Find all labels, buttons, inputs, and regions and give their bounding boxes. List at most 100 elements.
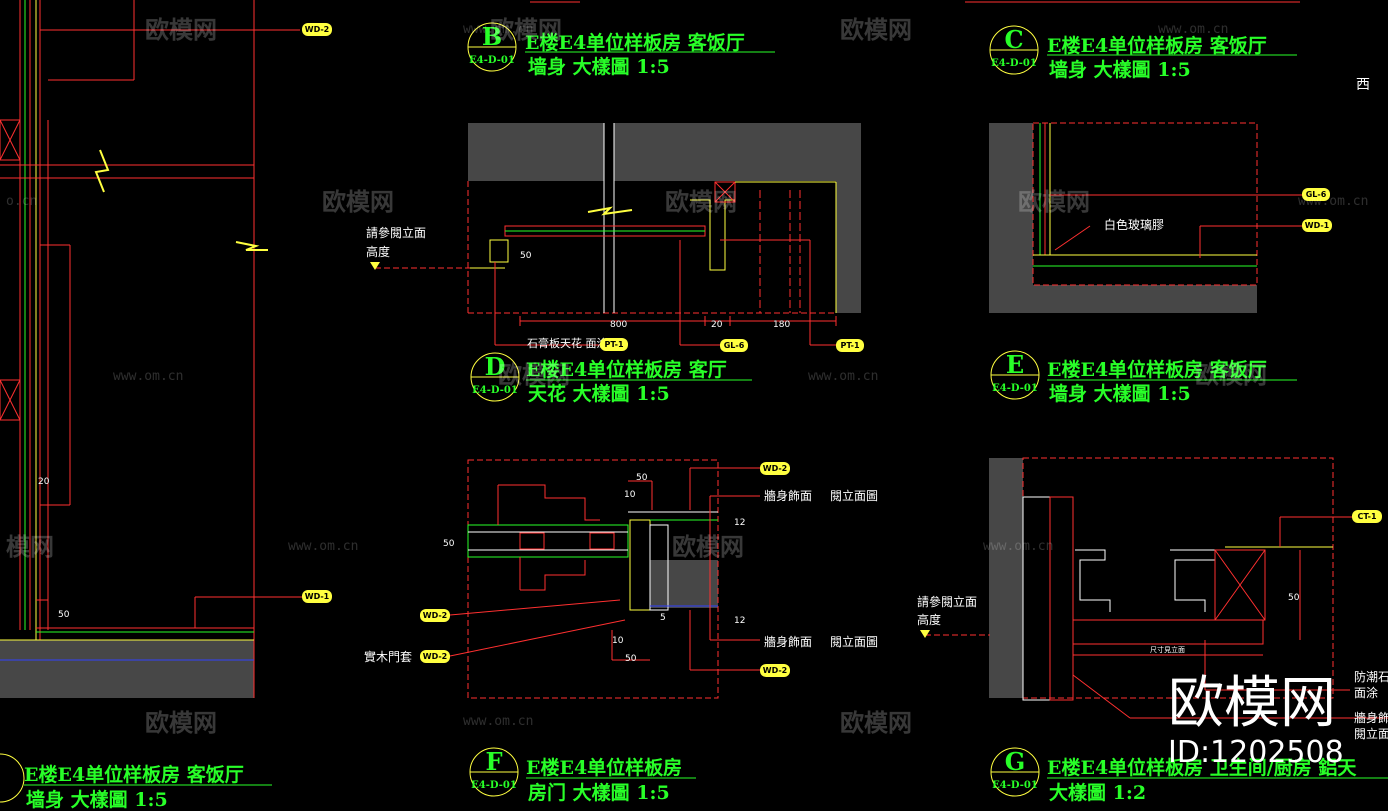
wm-url-7: www.om.cn	[1158, 22, 1228, 37]
dim-10-f-bot: 10	[612, 636, 624, 646]
note-see-elev-f1: 閱立面圖	[830, 488, 878, 503]
title-block-g: G E4-D-01 E楼E4单位样板房 卫生间/厨房 鋁天 大樣圖 1:2	[990, 747, 1388, 804]
svg-text:E楼E4单位样板房: E楼E4单位样板房	[526, 756, 682, 779]
wm-brand-4: 欧模网	[322, 188, 394, 216]
tag-wd2-f-left: WD-2	[420, 609, 450, 622]
wm-id: ID:1202508	[1168, 735, 1344, 770]
tag-pt1-d: PT-1	[600, 338, 628, 351]
dim-50-f-side: 50	[443, 539, 455, 549]
svg-text:E楼E4单位样板房 客饭厅: E楼E4单位样板房 客饭厅	[1047, 358, 1267, 381]
tag-wd2-topleft: WD-2	[302, 23, 332, 36]
title-block-c: C E4-D-01 E楼E4单位样板房 客饭厅 墙身 大樣圖 1:5	[989, 25, 1297, 81]
note-white-glue: 白色玻璃膠	[1104, 217, 1164, 232]
tag-wd1-left: WD-1	[302, 590, 332, 603]
svg-text:WD-2: WD-2	[423, 652, 448, 661]
note-height-d: 高度	[366, 244, 390, 259]
svg-text:墙身 大樣圖 1:5: 墙身 大樣圖 1:5	[1049, 58, 1191, 81]
note-ref-elev-d: 請參閱立面	[366, 225, 426, 240]
svg-text:天花 大樣圖 1:5: 天花 大樣圖 1:5	[528, 382, 670, 405]
svg-text:E楼E4单位样板房 客饭厅: E楼E4单位样板房 客饭厅	[24, 763, 244, 786]
svg-text:B: B	[482, 22, 502, 51]
title-block-b: B E4-D-01 E楼E4单位样板房 客饭厅 墙身 大樣圖 1:5	[467, 22, 775, 78]
detail-c-wall	[1032, 122, 1302, 286]
svg-text:E4-D-01: E4-D-01	[992, 780, 1038, 791]
note-wall-finish-f1: 牆身飾面	[764, 488, 812, 503]
detail-g-ceiling	[920, 457, 1388, 719]
wm-brand-7: 欧模网	[498, 361, 570, 389]
note-wall-finish-g: 牆身飾	[1354, 710, 1388, 725]
wall-fill-c2	[1033, 285, 1257, 313]
svg-text:E楼E4单位样板房 卫生间/厨房 鋁天: E楼E4单位样板房 卫生间/厨房 鋁天	[1047, 756, 1357, 779]
note-gypsum: 石膏板天花 面涂	[527, 336, 608, 350]
wm-brand-5: 欧模网	[665, 188, 737, 216]
wall-fill-e1	[989, 458, 1023, 698]
svg-text:F: F	[485, 747, 502, 776]
svg-text:房门 大樣圖 1:5: 房门 大樣圖 1:5	[528, 781, 670, 804]
wm-url-4: www.om.cn	[983, 539, 1053, 554]
title-block-left: E楼E4单位样板房 客饭厅 墙身 大樣圖 1:5	[0, 753, 272, 811]
detail-f-door	[449, 459, 760, 699]
wm-url-partial: o.cn	[6, 194, 37, 209]
svg-text:WD-2: WD-2	[763, 666, 788, 675]
svg-text:墙身 大樣圖 1:5: 墙身 大樣圖 1:5	[26, 788, 168, 811]
dim-50-g: 50	[1288, 593, 1300, 603]
svg-text:E楼E4单位样板房 客饭厅: E楼E4单位样板房 客饭厅	[525, 31, 745, 54]
svg-text:G: G	[1005, 747, 1026, 776]
title-block-d: D E4-D-01 E楼E4单位样板房 客厅 天花 大樣圖 1:5	[470, 352, 752, 405]
svg-text:C: C	[1004, 25, 1023, 54]
dim-180: 180	[773, 320, 790, 330]
note-west: 西	[1356, 77, 1370, 93]
note-paint: 面涂	[1354, 685, 1378, 700]
svg-text:E楼E4单位样板房 客饭厅: E楼E4单位样板房 客饭厅	[1047, 34, 1267, 57]
dim-800: 800	[610, 320, 627, 330]
dim-50-f-bot: 50	[625, 654, 637, 664]
tag-wd2-f-bot: WD-2	[420, 650, 450, 663]
svg-text:WD-1: WD-1	[1305, 221, 1330, 230]
wm-url-1: www.om.cn	[113, 369, 183, 384]
title-block-e: E E4-D-01 E楼E4单位样板房 客饭厅 墙身 大樣圖 1:5	[990, 350, 1297, 405]
tag-gl6-c: GL-6	[1302, 188, 1330, 201]
door-fill-f	[650, 560, 718, 608]
dim-5-f: 5	[660, 613, 666, 623]
wm-brand-11: 欧模网	[840, 709, 912, 737]
svg-text:E4-D-01: E4-D-01	[472, 385, 518, 396]
dim-10-f-top: 10	[624, 490, 636, 500]
svg-text:大樣圖 1:2: 大樣圖 1:2	[1049, 781, 1146, 804]
wm-url-3: www.om.cn	[288, 539, 358, 554]
wm-brand-3: 欧模网	[840, 16, 912, 44]
dim-20-left: 20	[38, 477, 50, 487]
title-block-f: F E4-D-01 E楼E4单位样板房 房门 大樣圖 1:5	[469, 747, 696, 804]
wm-url-5: www.om.cn	[463, 714, 533, 729]
dim-20-d: 20	[711, 320, 723, 330]
ceiling-fill-d3	[836, 181, 861, 313]
svg-text:WD-2: WD-2	[763, 464, 788, 473]
tag-wd1-c: WD-1	[1302, 219, 1332, 232]
ceiling-fill-d1	[468, 123, 604, 181]
svg-text:WD-2: WD-2	[305, 25, 330, 34]
tag-ct1-g: CT-1	[1352, 510, 1382, 523]
left-wall-section	[0, 0, 302, 698]
svg-text:墙身 大樣圖 1:5: 墙身 大樣圖 1:5	[1049, 382, 1191, 405]
dim-12-f-top: 12	[734, 518, 745, 528]
svg-text:GL-6: GL-6	[1306, 190, 1327, 199]
tag-pt1-d2: PT-1	[836, 339, 864, 352]
svg-text:D: D	[485, 352, 506, 381]
wall-fill-c1	[989, 123, 1033, 313]
wm-brand-6: 欧模网	[1018, 188, 1090, 216]
note-moisture: 防潮石	[1354, 669, 1388, 684]
dim-50-f-top: 50	[636, 473, 648, 483]
svg-text:E4-D-01: E4-D-01	[471, 780, 517, 791]
ceiling-fill-d2	[614, 123, 861, 181]
svg-text:E: E	[1006, 350, 1024, 379]
wm-brand-2: 欧模网	[490, 16, 562, 44]
svg-text:WD-2: WD-2	[423, 611, 448, 620]
svg-text:E楼E4单位样板房 客厅: E楼E4单位样板房 客厅	[526, 358, 727, 381]
wm-brand-1: 欧模网	[145, 16, 217, 44]
tag-wd2-f-right: WD-2	[760, 664, 790, 677]
detail-d-ceiling	[370, 123, 838, 346]
note-wall-finish-f2: 牆身飾面	[764, 634, 812, 649]
wm-url-6: www.om.cn	[463, 22, 533, 37]
note-ref-elev-g: 請參閱立面	[917, 594, 977, 609]
note-wood-frame: 實木門套	[364, 649, 412, 664]
note-see-elev-g: 閱立面	[1354, 726, 1388, 741]
